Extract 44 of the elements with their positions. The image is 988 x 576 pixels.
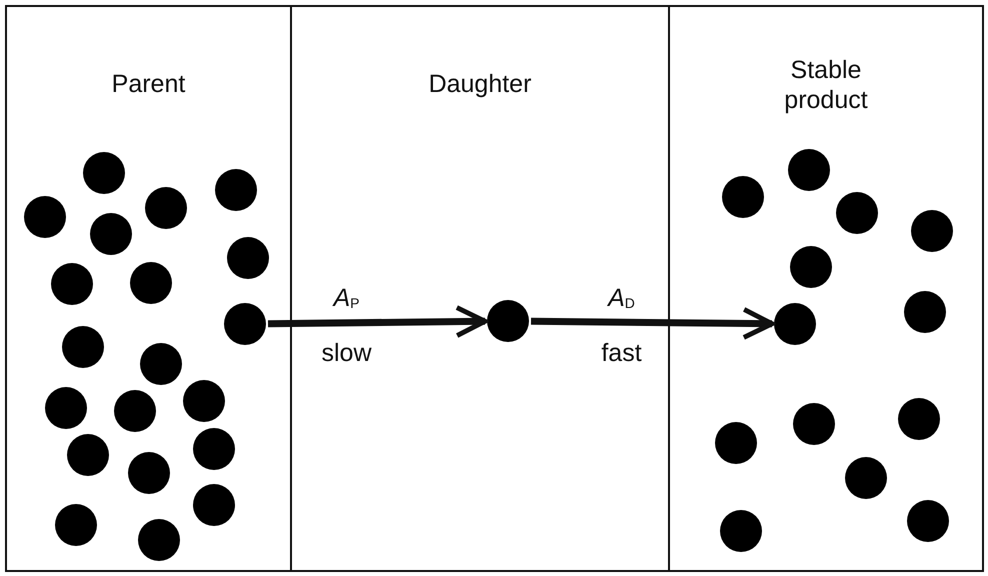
particle-dot [720, 510, 762, 552]
particle-dot [67, 434, 109, 476]
arrow [268, 305, 488, 338]
particle-dot [130, 262, 172, 304]
particle-dot [193, 484, 235, 526]
particle-dot [224, 303, 266, 345]
particle-dot [907, 500, 949, 542]
particle-dot [114, 390, 156, 432]
particle-dot [904, 291, 946, 333]
particle-dot [227, 237, 269, 279]
particle-dot [90, 213, 132, 255]
panel [668, 5, 984, 572]
panel-title: Stable product [783, 55, 869, 115]
particle-dot [24, 196, 66, 238]
particle-dot [774, 303, 816, 345]
particle-dot [193, 428, 235, 470]
particle-dot [722, 176, 764, 218]
edge-label: A$_{P}$ slow [320, 282, 372, 368]
particle-dot [898, 398, 940, 440]
particle-dot [83, 152, 125, 194]
particle-dot [487, 300, 529, 342]
panel-title: Parent [112, 69, 186, 99]
particle-dot [793, 403, 835, 445]
particle-dot [715, 422, 757, 464]
panel [290, 5, 670, 572]
particle-dot [140, 343, 182, 385]
particle-dot [51, 263, 93, 305]
particle-dot [138, 519, 180, 561]
edge-label: A$_{D}$ fast [600, 282, 643, 368]
particle-dot [845, 457, 887, 499]
particle-dot [145, 187, 187, 229]
particle-dot [183, 380, 225, 422]
arrow [530, 307, 774, 340]
particle-dot [62, 326, 104, 368]
particle-dot [128, 452, 170, 494]
particle-dot [55, 504, 97, 546]
particle-dot [45, 387, 87, 429]
particle-dot [790, 246, 832, 288]
particle-dot [215, 169, 257, 211]
particle-dot [911, 210, 953, 252]
panel [5, 5, 292, 572]
particle-dot [836, 192, 878, 234]
panel-title: Daughter [428, 69, 532, 99]
particle-dot [788, 149, 830, 191]
